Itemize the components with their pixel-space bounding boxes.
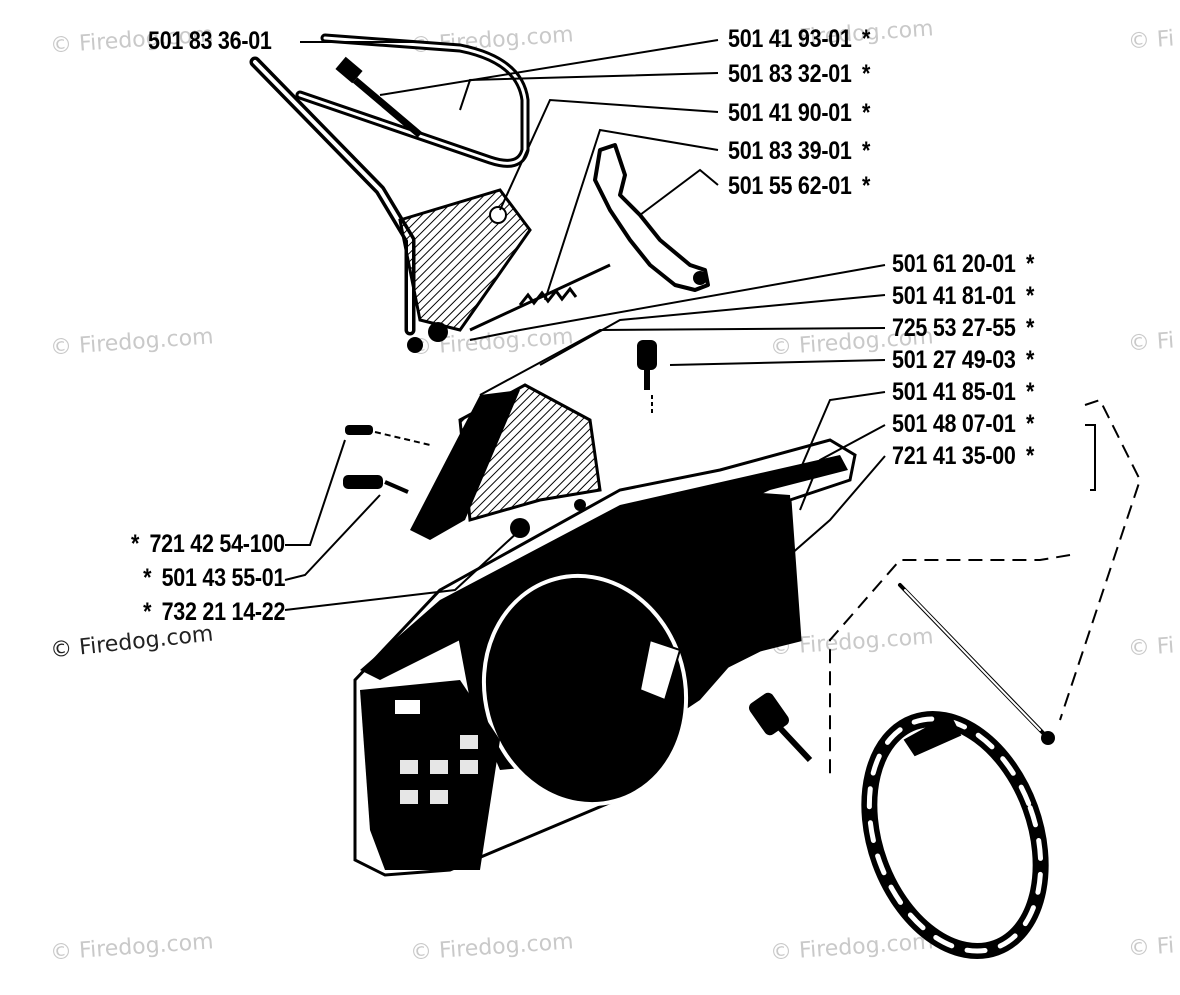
leader-lines [284,39,1142,775]
part-number: 501 83 39-01 [728,137,852,165]
screw [637,340,657,415]
part-star: * [1025,314,1035,342]
part-number: 501 27 49-03 [892,346,1016,374]
part-star: * [1025,378,1035,406]
part-label: 501 41 90-01 * [728,99,870,128]
front-handle [249,33,530,336]
part-label: 501 83 36-01 [148,27,272,56]
part-label: 501 61 20-01 * [892,250,1034,279]
part-number: 501 43 55-01 [161,564,285,592]
part-label: 725 53 27-55 * [892,314,1034,343]
part-label: 501 41 93-01 * [728,25,870,54]
part-star: * [861,137,871,165]
part-number: 501 61 20-01 [892,250,1016,278]
part-label: 501 48 07-01 * [892,410,1034,439]
part-number: 501 41 93-01 [728,25,852,53]
part-star: * [142,598,152,626]
part-star: * [861,60,871,88]
part-label: * 732 21 14-22 [143,598,285,627]
part-star: * [142,564,152,592]
spring [469,263,611,332]
part-star: * [861,25,871,53]
handle-bolt [335,56,423,138]
bracket-plate [398,188,532,353]
part-number: 501 41 81-01 [892,282,1016,310]
part-star: * [1025,250,1035,278]
part-number: 501 41 85-01 [892,378,1016,406]
adjuster-screw [748,692,813,763]
part-star: * [861,99,871,127]
part-number: 721 42 54-100 [149,530,286,558]
part-number: 501 83 32-01 [728,60,852,88]
part-star: * [861,172,871,200]
part-star: * [131,530,140,558]
brake-band [861,583,1055,960]
part-label: 501 83 39-01 * [728,137,870,166]
brake-guard [410,383,602,540]
part-label: 501 41 81-01 * [892,282,1034,311]
part-number: 732 21 14-22 [161,598,285,626]
part-number: 501 48 07-01 [892,410,1016,438]
part-number: 501 41 90-01 [728,99,852,127]
part-label: 721 41 35-00 * [892,442,1034,471]
part-star: * [1025,282,1035,310]
part-star: * [1025,410,1035,438]
part-number: 721 41 35-00 [892,442,1016,470]
part-label: 501 41 85-01 * [892,378,1034,407]
small-screws [343,425,431,494]
part-label: 501 83 32-01 * [728,60,870,89]
part-star: * [1025,346,1035,374]
part-number: 501 55 62-01 [728,172,852,200]
part-label: * 721 42 54-100 [131,530,285,559]
part-label: 501 55 62-01 * [728,172,870,201]
clutch-cover-housing [353,438,857,877]
part-label: * 501 43 55-01 [143,564,285,593]
part-label: 501 27 49-03 * [892,346,1034,375]
brake-lever [593,143,710,292]
part-star: * [1025,442,1035,470]
part-number: 725 53 27-55 [892,314,1016,342]
part-number: 501 83 36-01 [148,27,272,55]
